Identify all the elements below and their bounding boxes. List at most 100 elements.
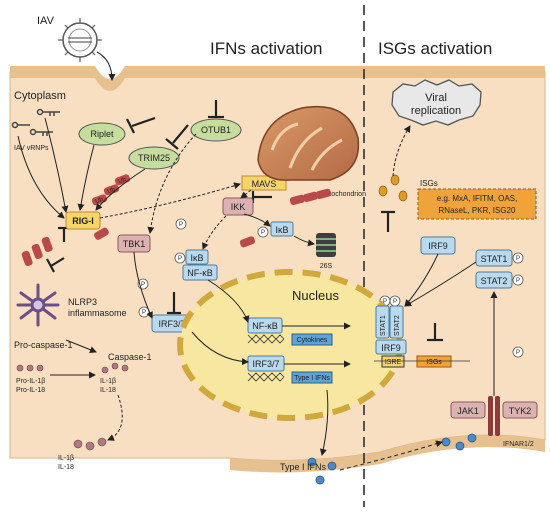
ub-label: Ub xyxy=(107,187,117,195)
ikb-free-label: IκB xyxy=(275,225,288,235)
cytokines-label: Cytokines xyxy=(297,337,328,344)
p-label: P xyxy=(383,299,387,305)
proteasome-label: 26S xyxy=(320,263,333,270)
trim25-node xyxy=(128,146,180,170)
irf37-label: IRF3/7 xyxy=(158,319,185,329)
nucleus-label: Nucleus xyxy=(292,288,339,303)
mitochondrion-label: Mitochondrion xyxy=(322,191,366,198)
rig-i-node xyxy=(65,211,101,230)
nucleus-stat1-node xyxy=(375,305,390,339)
iav-entry-arrow xyxy=(96,51,116,81)
tbk1-label: TBK1 xyxy=(123,239,146,249)
jak1-node xyxy=(450,401,486,419)
nucleus xyxy=(177,269,403,421)
tyk2-label: TYK2 xyxy=(509,406,532,416)
cytokine-dots xyxy=(16,362,129,451)
inflammasome-label: inflammasome xyxy=(68,308,127,318)
type1-ifns-gene-box xyxy=(291,371,333,384)
isre-box xyxy=(381,355,405,368)
stat1-node xyxy=(475,249,513,267)
il1b-secreted-label: IL-1β xyxy=(58,455,74,462)
tyk2-node xyxy=(502,401,538,419)
p-label: P xyxy=(516,350,520,356)
trim25-label: TRIM25 xyxy=(138,153,170,163)
ikb-label: IκB xyxy=(190,253,203,263)
iav-label: IAV xyxy=(37,15,55,27)
riplet-node xyxy=(78,122,126,146)
ub-label: Ub xyxy=(118,177,128,185)
il18-secreted-label: IL-18 xyxy=(58,464,74,471)
ifns-activation-title: IFNs activation xyxy=(210,39,322,58)
cytokines-gene-box xyxy=(291,333,333,346)
ifnar-receptor-icon xyxy=(488,396,500,436)
p-label: P xyxy=(516,256,520,262)
nucleus-stat2-node xyxy=(389,305,404,339)
nfkb-node xyxy=(182,264,218,281)
il1b-label: IL-1β xyxy=(100,378,116,385)
ikk-label: IKK xyxy=(231,202,246,212)
isgs-examples-box xyxy=(417,188,537,220)
ub-label: Ub xyxy=(95,197,105,205)
type1-ifns-label: Type I IFNs xyxy=(280,462,327,472)
nucleus-irf9-node xyxy=(375,339,407,355)
type1-ifn-dots xyxy=(307,433,477,485)
isgs-label: ISGs xyxy=(420,179,438,188)
vrnp-icon xyxy=(11,108,60,136)
isgs-gene-label: ISGs xyxy=(426,359,442,366)
p-label: P xyxy=(178,256,182,262)
p-label: P xyxy=(141,282,145,288)
isgs-examples-line1: e.g. MxA, IFITM, OAS, xyxy=(437,194,517,203)
viral-label-line1: Viral xyxy=(425,92,447,104)
stat2-node xyxy=(475,271,513,289)
viral-replication-icon xyxy=(391,79,482,126)
ikk-node xyxy=(222,197,254,216)
irf9-label: IRF9 xyxy=(428,241,448,251)
mavs-label: MAVS xyxy=(252,179,277,189)
ubiquitin-tags xyxy=(21,174,332,267)
nucleus-irf37-label: IRF3/7 xyxy=(252,359,279,369)
riplet-label: Riplet xyxy=(90,129,114,139)
nucleus-stat1-label: STAT1 xyxy=(380,315,387,336)
pro-il1b-label: Pro-IL-1β xyxy=(16,378,45,385)
otub1-node xyxy=(190,118,242,142)
nucleus-nfkb-label: NF-κB xyxy=(252,321,278,331)
nfkb-label: NF-κB xyxy=(187,268,213,278)
p-label: P xyxy=(261,230,265,236)
cytoplasm-label: Cytoplasm xyxy=(14,90,66,102)
otub1-label: OTUB1 xyxy=(201,125,231,135)
ifnar-label: IFNAR1/2 xyxy=(503,441,534,448)
nlrp3-inflammasome-icon xyxy=(16,283,60,327)
phosphorylation-markers xyxy=(137,218,524,361)
proteasome-26s-icon xyxy=(316,233,336,257)
stat2-label: STAT2 xyxy=(481,276,508,286)
p-label: P xyxy=(393,299,397,305)
stat1-label: STAT1 xyxy=(481,254,508,264)
nlrp3-label: NLRP3 xyxy=(68,297,97,307)
p-label: P xyxy=(179,222,183,228)
rig-i-label: RIG-I xyxy=(72,216,94,226)
pro-caspase-label: Pro-caspase-1 xyxy=(14,340,73,350)
dna-strand xyxy=(247,372,285,382)
jak1-label: JAK1 xyxy=(457,406,479,416)
inhibition-marks xyxy=(46,100,443,342)
nucleus-stat2-label: STAT2 xyxy=(394,315,401,336)
isg-product-dots xyxy=(378,174,408,202)
caspase-label: Caspase-1 xyxy=(108,352,152,362)
p-label: P xyxy=(142,310,146,316)
pro-il18-label: Pro-IL-18 xyxy=(16,387,45,394)
type1-ifns-box-label: Type I IFNs xyxy=(294,375,330,382)
plasma-membrane xyxy=(10,66,545,91)
iav-vrnps-label: IAV vRNPs xyxy=(14,145,49,152)
il18-label: IL-18 xyxy=(100,387,116,394)
mitochondrion-icon xyxy=(257,105,360,181)
isgs-activation-title: ISGs activation xyxy=(378,39,492,58)
iav-virus-icon xyxy=(58,18,102,62)
ikb-free-node xyxy=(270,221,294,237)
isre-label: ISRE xyxy=(385,359,402,366)
viral-label-line2: replication xyxy=(411,105,461,117)
dna-strand xyxy=(247,334,285,344)
isgs-gene-box xyxy=(416,355,452,368)
pathway-arrows xyxy=(17,117,498,471)
isgs-examples-line2: RNaseL, PKR, ISG20 xyxy=(439,206,516,215)
